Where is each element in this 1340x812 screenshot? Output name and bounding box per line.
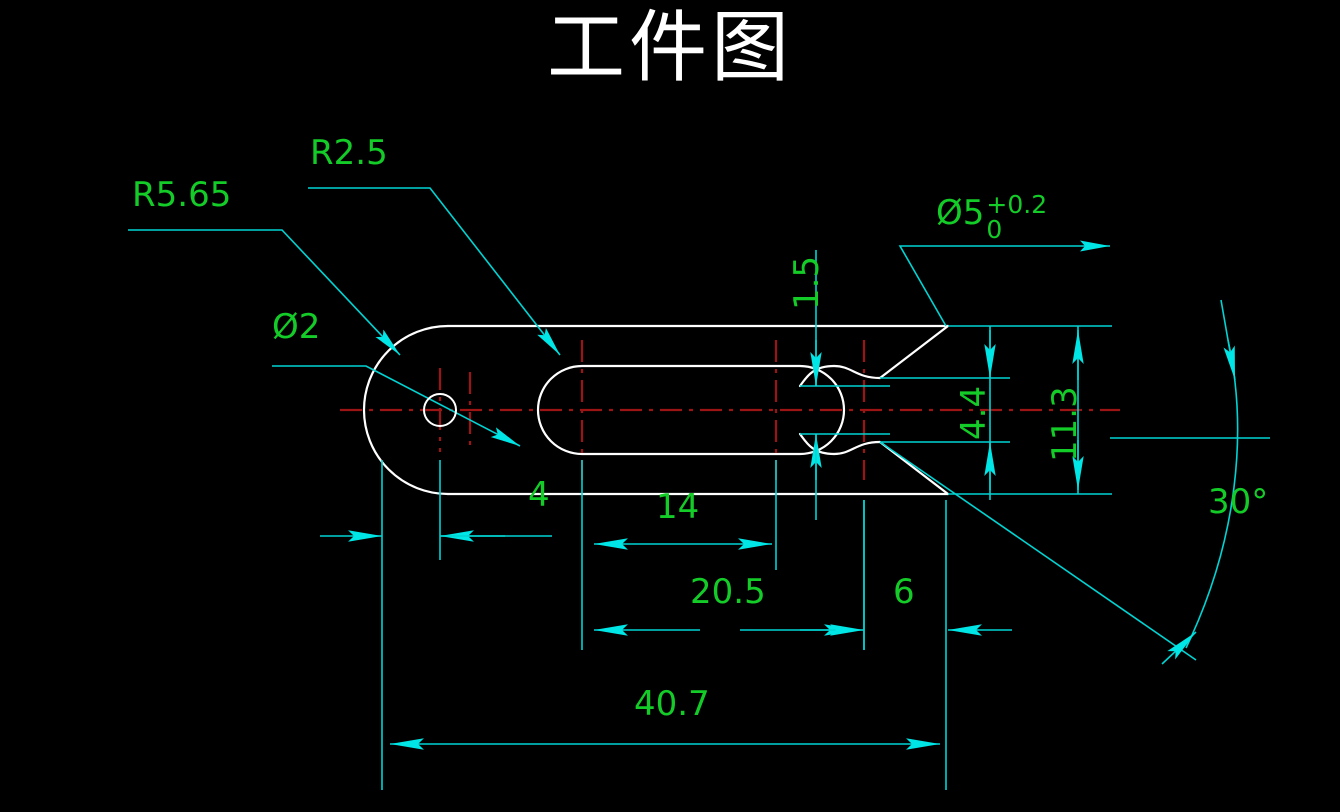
angle-arrow-bottom: [1161, 631, 1197, 665]
hole-dia2: [423, 393, 457, 427]
label-1-5: 1.5: [787, 255, 827, 310]
part-outline: [362, 324, 950, 496]
label-40-7: 40.7: [634, 684, 710, 724]
angle-leg-upper: [879, 441, 1197, 661]
label-dia2: Ø2: [272, 307, 321, 347]
label-dia5-tol-lower: 0: [986, 215, 1003, 244]
page-title: 工件图: [546, 3, 793, 93]
label-20-5: 20.5: [690, 572, 766, 612]
label-4: 4: [528, 475, 550, 515]
dimension-geometry: [128, 187, 1270, 790]
label-r565: R5.65: [132, 175, 232, 215]
label-30-deg: 30°: [1208, 482, 1269, 522]
label-4-4: 4.4: [954, 385, 994, 440]
leader-r565: [128, 229, 401, 356]
label-14: 14: [656, 487, 700, 527]
label-6: 6: [893, 572, 915, 612]
label-dia5: Ø5: [936, 193, 985, 233]
label-dia5-group: Ø5 +0.2 0: [936, 192, 1047, 244]
leader-dia5: [898, 240, 1110, 327]
angle-arrow-top: [1220, 299, 1236, 381]
label-dia5-tol-upper: +0.2: [986, 190, 1048, 219]
label-r25: R2.5: [310, 133, 388, 173]
leader-dia2: [272, 365, 521, 447]
leader-r25: [308, 187, 561, 356]
label-11-3: 11.3: [1045, 386, 1085, 462]
